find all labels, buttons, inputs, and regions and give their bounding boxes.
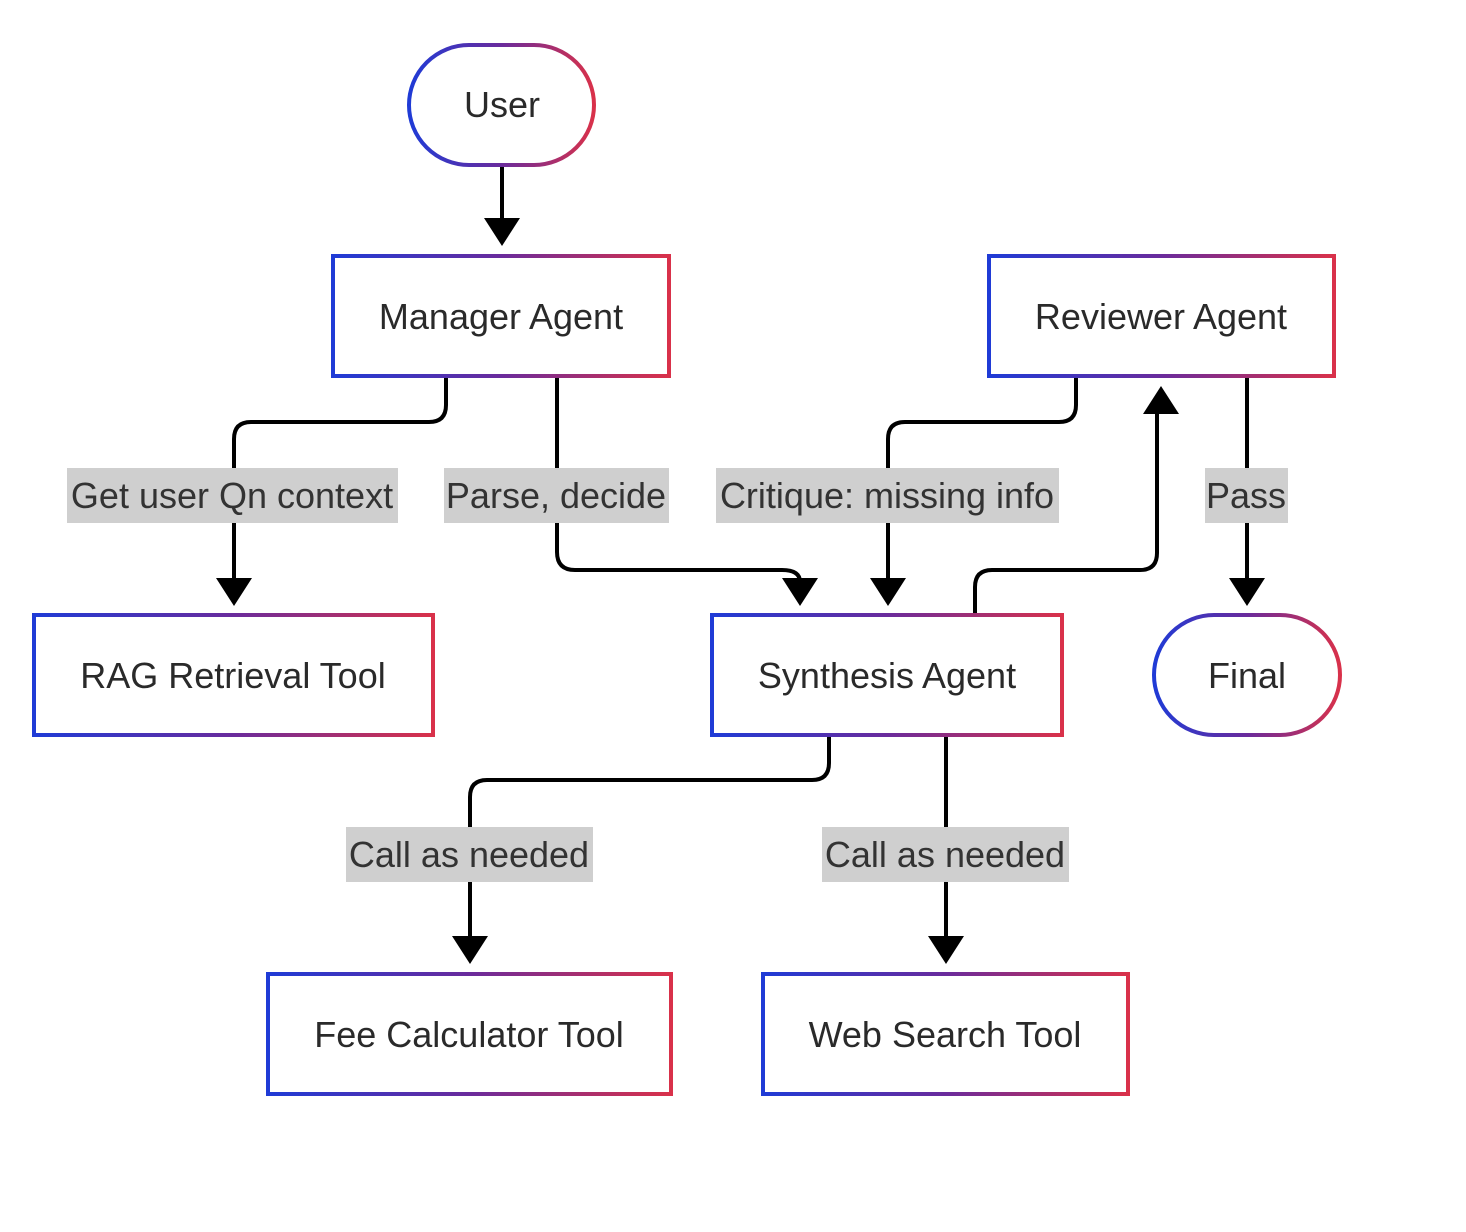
node-user-shape xyxy=(407,43,596,167)
node-web-search-tool[interactable]: Web Search Tool xyxy=(761,972,1130,1096)
edge-reviewer-to-synthesis xyxy=(870,376,1078,606)
edge-synthesis-to-fee xyxy=(452,735,831,964)
edge-label-text: Critique: missing info xyxy=(720,475,1054,516)
edge-label-text: Call as needed xyxy=(825,834,1065,875)
arrowhead xyxy=(782,578,818,606)
edge-label-get-user-context: Get user Qn context xyxy=(67,468,398,523)
node-rag-retrieval-tool-shape xyxy=(32,613,435,737)
node-final[interactable]: Final xyxy=(1152,613,1342,737)
edge-label-background xyxy=(716,468,1059,523)
edge-label-text: Parse, decide xyxy=(446,475,666,516)
edge-label-critique: Critique: missing info xyxy=(716,468,1059,523)
edge-label-call-web: Call as needed xyxy=(822,827,1069,882)
edge-label-call-fee: Call as needed xyxy=(346,827,593,882)
edge-label-background xyxy=(444,468,669,523)
node-user[interactable]: User xyxy=(407,43,596,167)
arrowhead xyxy=(1143,386,1179,414)
node-web-search-tool-shape xyxy=(761,972,1130,1096)
arrowhead xyxy=(1229,578,1265,606)
node-manager-agent-label: Manager Agent xyxy=(379,296,623,337)
node-manager-agent-shape xyxy=(331,254,671,378)
edge-label-text: Call as needed xyxy=(349,834,589,875)
node-manager-agent[interactable]: Manager Agent xyxy=(331,254,671,378)
edges xyxy=(216,165,1265,964)
node-fee-calculator-tool[interactable]: Fee Calculator Tool xyxy=(266,972,673,1096)
node-final-label: Final xyxy=(1208,655,1286,696)
node-fee-calculator-tool-shape xyxy=(266,972,673,1096)
edge-manager-to-rag xyxy=(216,376,448,606)
node-synthesis-agent-shape xyxy=(710,613,1064,737)
edge-label-background xyxy=(67,468,398,523)
node-synthesis-agent[interactable]: Synthesis Agent xyxy=(710,613,1064,737)
node-fee-calculator-tool-label: Fee Calculator Tool xyxy=(314,1014,624,1055)
node-web-search-tool-label: Web Search Tool xyxy=(809,1014,1082,1055)
edge-label-text: Get user Qn context xyxy=(71,475,393,516)
node-final-shape xyxy=(1152,613,1342,737)
node-rag-retrieval-tool-label: RAG Retrieval Tool xyxy=(80,655,385,696)
edge-manager-to-synthesis xyxy=(555,376,818,606)
edge-label-background xyxy=(1205,468,1288,523)
node-synthesis-agent-label: Synthesis Agent xyxy=(758,655,1016,696)
edge-label-background xyxy=(346,827,593,882)
arrowhead xyxy=(452,936,488,964)
node-rag-retrieval-tool[interactable]: RAG Retrieval Tool xyxy=(32,613,435,737)
edge-synthesis-to-reviewer xyxy=(973,386,1179,615)
node-user-label: User xyxy=(464,84,540,125)
nodes: User Manager Agent Reviewer Agent RAG Re… xyxy=(32,43,1342,1096)
arrowhead xyxy=(870,578,906,606)
edge-label-pass: Pass xyxy=(1205,468,1288,523)
node-reviewer-agent[interactable]: Reviewer Agent xyxy=(987,254,1336,378)
node-reviewer-agent-label: Reviewer Agent xyxy=(1035,296,1287,337)
arrowhead xyxy=(216,578,252,606)
arrowhead xyxy=(484,218,520,246)
edge-label-parse-decide: Parse, decide xyxy=(444,468,669,523)
edge-labels: Get user Qn context Parse, decide Critiq… xyxy=(67,468,1288,882)
edge-label-text: Pass xyxy=(1206,475,1286,516)
arrowhead xyxy=(928,936,964,964)
edge-user-to-manager xyxy=(484,165,520,246)
edge-label-background xyxy=(822,827,1069,882)
node-reviewer-agent-shape xyxy=(987,254,1336,378)
